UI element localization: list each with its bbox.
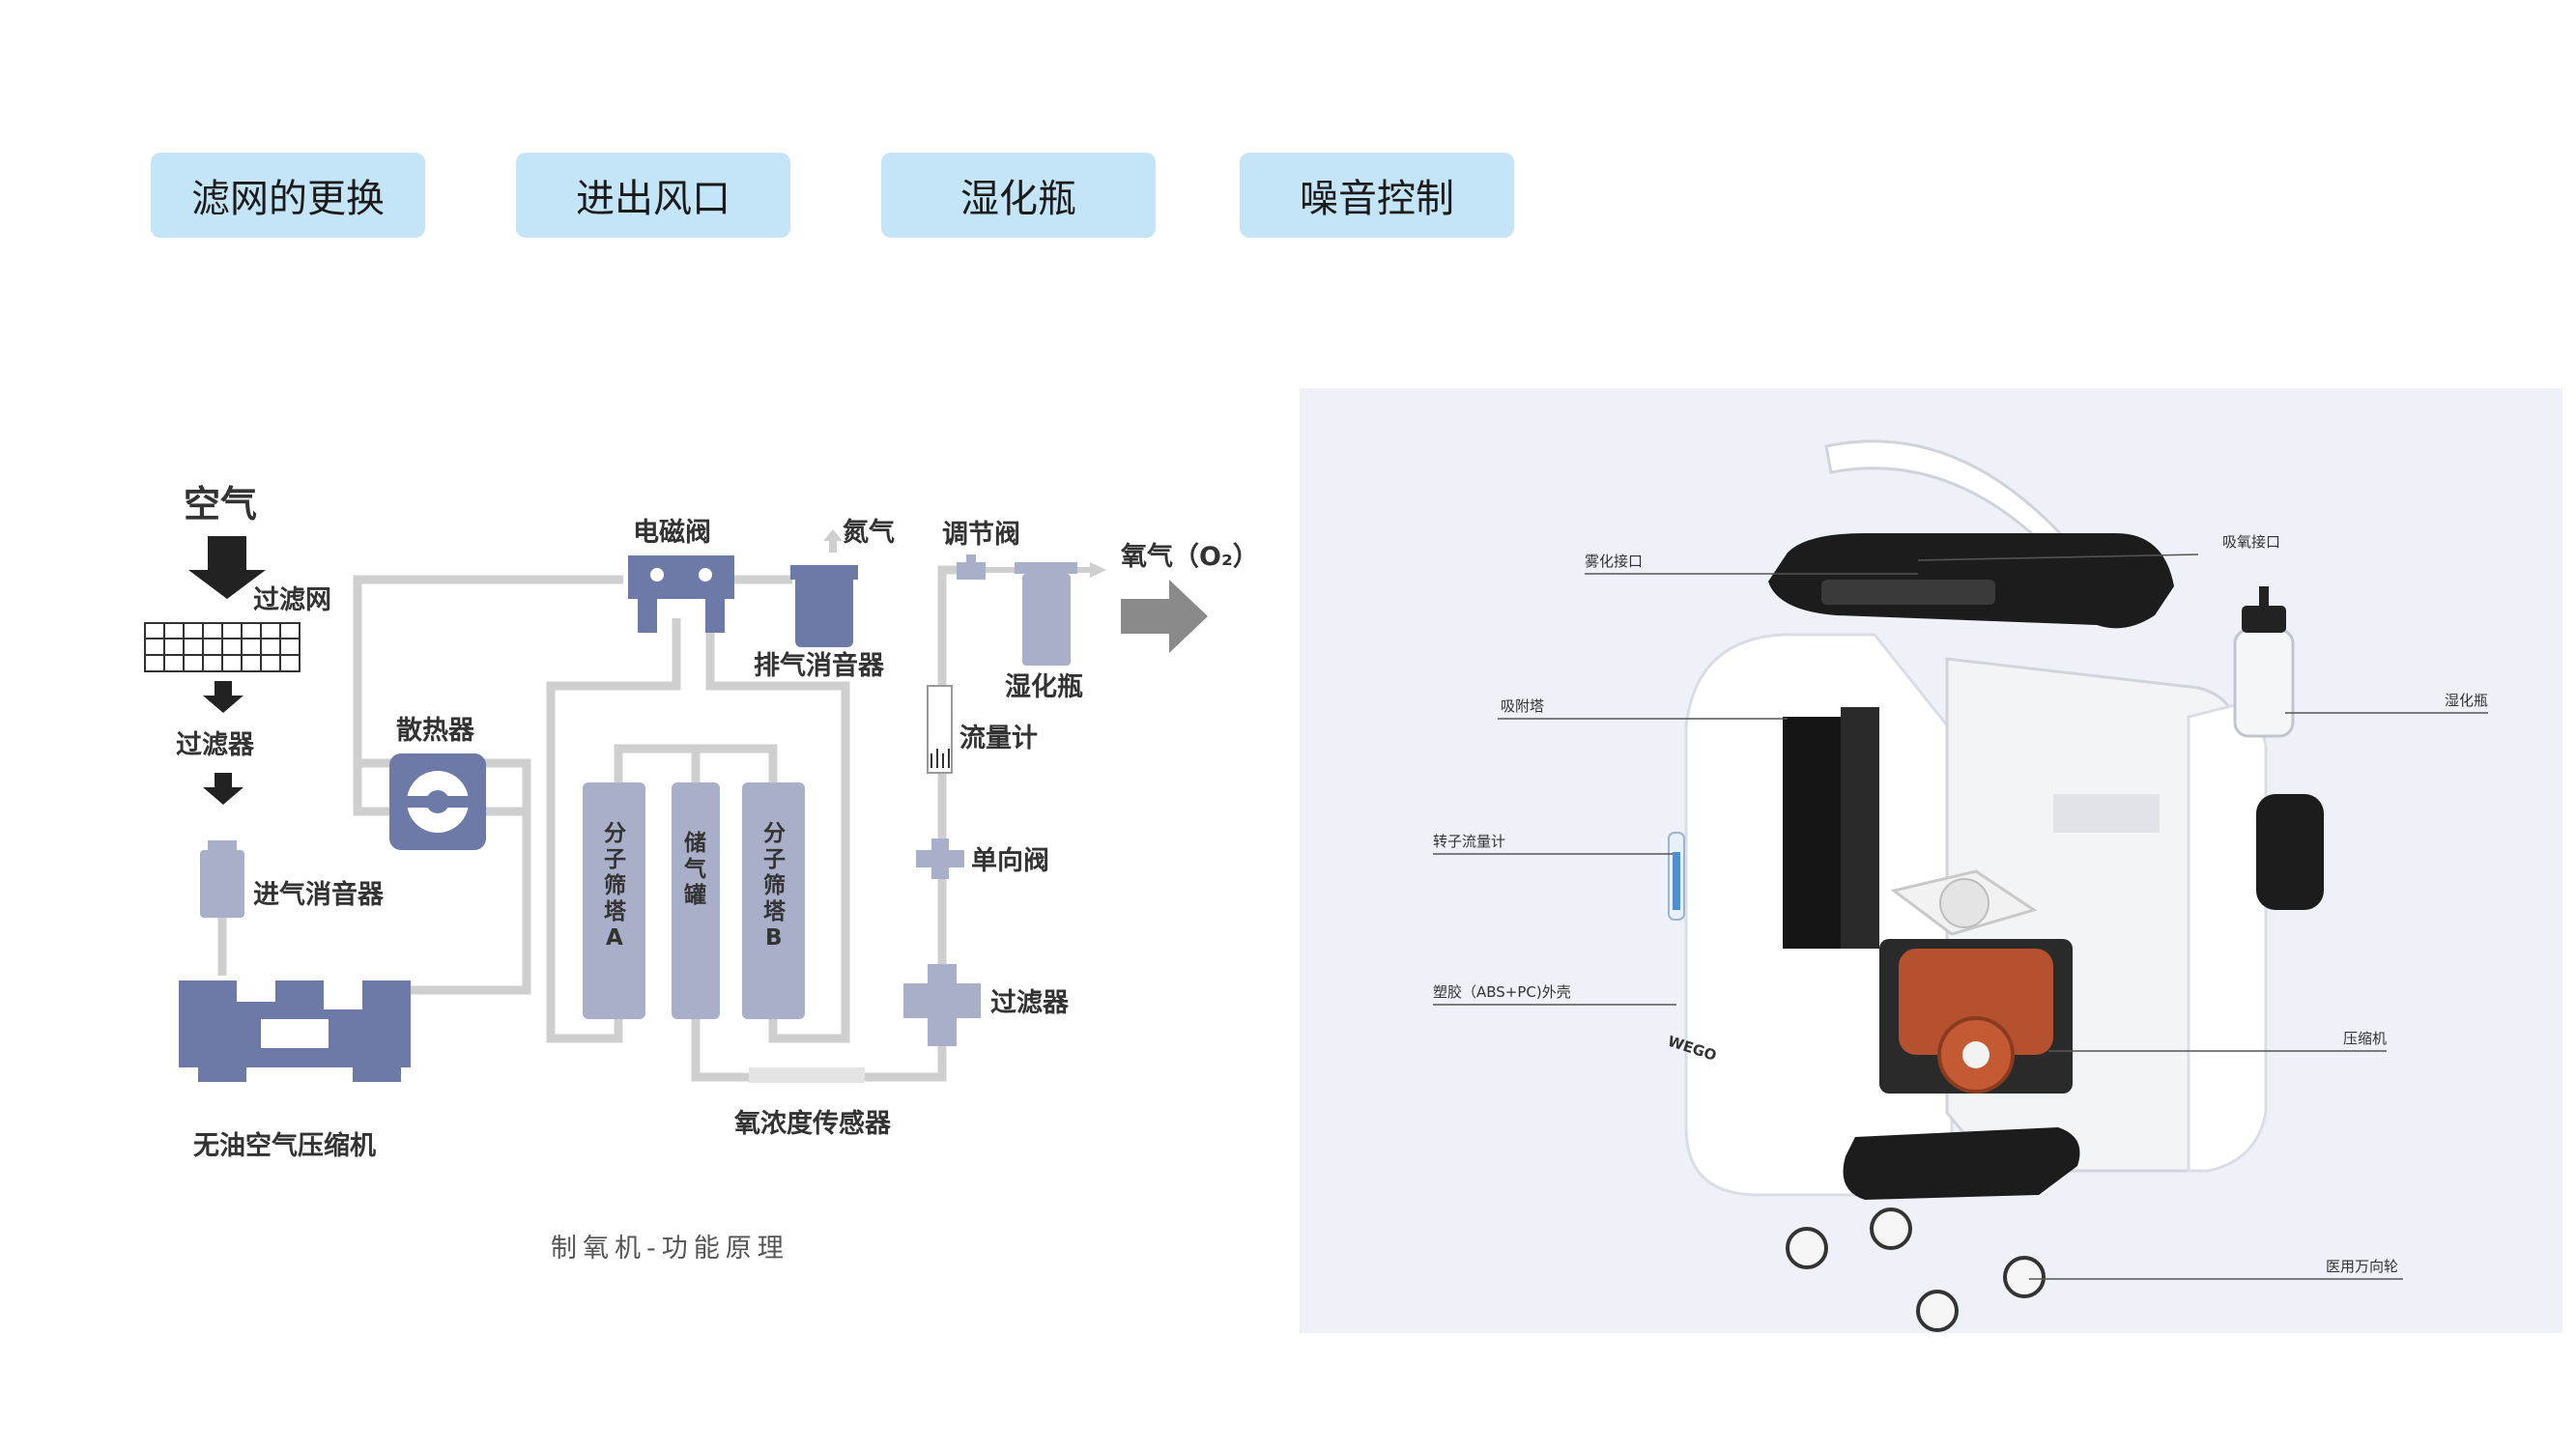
label-atomizer-port: 雾化接口	[1585, 553, 1643, 570]
arrow-down-icon	[188, 536, 266, 599]
label-oxygen: 氧气（O₂）	[1120, 542, 1259, 572]
control-panel	[1821, 580, 1995, 605]
adsorption-tower	[1841, 707, 1879, 949]
sieve-b-char: 塔	[763, 899, 787, 924]
caster-wheel	[1916, 1290, 1959, 1332]
arrow-down-icon	[203, 681, 243, 713]
sieve-a-char: A	[606, 925, 623, 951]
fan-hub	[1939, 878, 1989, 928]
sieve-b-char: B	[765, 925, 783, 951]
label-air: 空气	[184, 483, 257, 526]
base-plate	[1843, 1127, 2080, 1200]
tab-label: 噪音控制	[1300, 177, 1454, 221]
label-compressor-photo: 压缩机	[2343, 1030, 2387, 1047]
tank-char: 罐	[683, 882, 706, 908]
solenoid-valve-icon	[628, 555, 734, 633]
tab-label: 湿化瓶	[960, 177, 1076, 221]
callout-lines	[1433, 554, 2488, 1280]
flowmeter-scale	[1673, 852, 1680, 910]
exhaust-muffler-icon	[795, 565, 853, 647]
humidifier-icon	[1022, 574, 1071, 666]
tab-noise-control[interactable]: 噪音控制	[1240, 153, 1514, 238]
oxygen-concentrator-principle-diagram: 空气 过滤网 过滤器 进气消音器 无油空气压缩机 散热器 电磁阀 氮气 排气消音…	[144, 483, 1259, 1161]
valve-port	[650, 568, 664, 582]
label-check-valve: 单向阀	[971, 845, 1049, 876]
filter-mesh-grid-icon	[144, 622, 301, 672]
compressor-window	[261, 1019, 329, 1048]
label-filter-mesh: 过滤网	[253, 585, 331, 615]
radiator-bar	[389, 796, 486, 808]
o2-sensor-icon	[749, 1067, 865, 1083]
frame-bracket	[2053, 794, 2160, 833]
humidifier-cap	[1015, 562, 1077, 574]
diagram-caption: 制氧机-功能原理	[551, 1234, 789, 1264]
label-regulating-valve: 调节阀	[942, 520, 1020, 550]
sieve-a-char: 筛	[604, 872, 626, 898]
sieve-a-char: 塔	[604, 899, 627, 924]
label-humidifier: 湿化瓶	[1005, 672, 1083, 702]
arrow-right-icon	[1090, 562, 1106, 578]
sieve-b-char: 筛	[763, 872, 786, 898]
intake-muffler-cap	[208, 840, 237, 854]
label-flow-meter: 流量计	[959, 724, 1038, 753]
tab-filter-replacement[interactable]: 滤网的更换	[151, 153, 425, 238]
arrow-down-icon	[203, 773, 243, 805]
regulating-valve-icon	[957, 562, 986, 580]
filter-2-body	[928, 964, 957, 1046]
exploded-view-panel: WEGO	[1300, 388, 2562, 1333]
flow-meter-icon	[927, 685, 953, 774]
tab-label: 滤网的更换	[191, 177, 385, 221]
exploded-view-illustration: WEGO	[1433, 440, 2488, 1332]
label-solenoid-valve: 电磁阀	[633, 518, 711, 548]
label-exhaust-muffler: 排气消音器	[754, 650, 885, 681]
humidifier-cap-photo	[2242, 606, 2286, 633]
label-intake-muffler: 进气消音器	[253, 879, 385, 910]
label-filter-2: 过滤器	[990, 988, 1070, 1018]
humidifier-nozzle	[2259, 586, 2269, 608]
tank-char: 储	[684, 830, 706, 856]
label-adsorption-tower: 吸附塔	[1501, 697, 1544, 715]
sieve-tower-b	[742, 782, 805, 1019]
tab-air-vents[interactable]: 进出风口	[516, 153, 790, 238]
storage-tank	[672, 782, 720, 1019]
side-motor	[2256, 794, 2324, 910]
check-valve-stem	[931, 838, 949, 879]
arrow-right-icon	[1121, 580, 1208, 653]
valve-port	[699, 568, 712, 582]
arrow-up-icon	[823, 529, 843, 553]
sieve-a-char: 子	[604, 847, 626, 872]
right-shell	[2187, 704, 2268, 1173]
tank-char: 气	[683, 856, 706, 882]
compressor-hub	[1962, 1041, 1989, 1068]
sieve-tower-a	[583, 782, 645, 1019]
label-shell: 塑胶（ABS+PC)外壳	[1433, 983, 1571, 1001]
label-o2-sensor: 氧浓度传感器	[733, 1108, 892, 1139]
humidifier-bottle	[2233, 628, 2295, 738]
tab-humidifier[interactable]: 湿化瓶	[881, 153, 1156, 238]
compressor	[1899, 949, 2053, 1055]
label-oxygen-port: 吸氧接口	[2222, 533, 2280, 551]
sieve-b-char: 分	[763, 821, 786, 846]
sieve-a-char: 分	[604, 821, 626, 846]
label-rotor-flowmeter: 转子流量计	[1433, 833, 1505, 850]
label-casters: 医用万向轮	[2326, 1258, 2398, 1275]
regulating-valve-knob	[966, 554, 976, 564]
caster-wheel	[1786, 1227, 1828, 1269]
caster-wheel	[2003, 1256, 2046, 1298]
label-compressor: 无油空气压缩机	[193, 1130, 376, 1161]
label-filter-1: 过滤器	[176, 730, 255, 760]
exhaust-muffler-cap	[790, 565, 858, 580]
label-nitrogen: 氮气	[843, 518, 895, 548]
label-radiator: 散热器	[396, 716, 475, 746]
sieve-b-char: 子	[763, 847, 786, 872]
caster-wheel	[1870, 1208, 1912, 1250]
label-humidifier-photo: 湿化瓶	[2445, 692, 2488, 709]
intake-muffler-icon	[200, 850, 244, 918]
tab-label: 进出风口	[576, 177, 730, 221]
